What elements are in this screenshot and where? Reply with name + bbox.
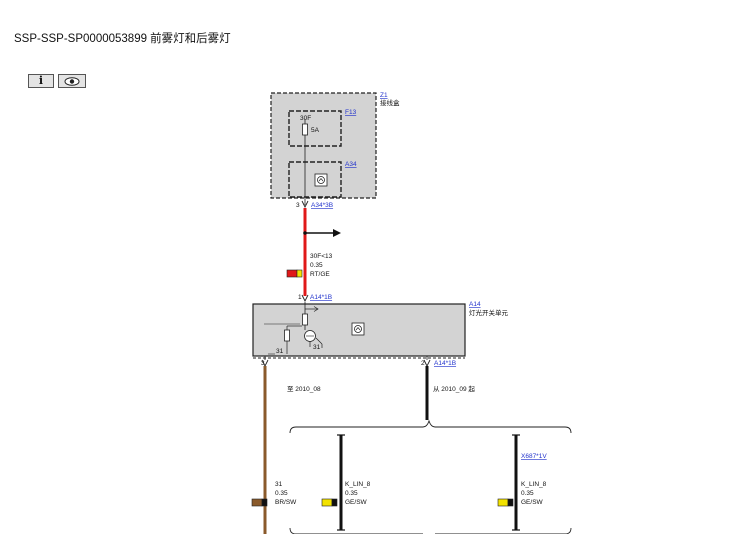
f13-fuse[interactable] — [288, 110, 342, 147]
a14-ref-link[interactable]: A14 — [469, 301, 481, 308]
f13-ref-link[interactable]: F13 — [345, 109, 357, 116]
note-until-2010-08: 至 2010_08 — [287, 385, 321, 393]
a14-light-switch-unit[interactable] — [252, 302, 466, 360]
a14-inner-pin-31: 31 — [276, 348, 284, 355]
a34-3b-ref-link[interactable]: A34*3B — [311, 202, 333, 209]
page-title: SSP-SSP-SP0000053899 前雾灯和后雾灯 — [14, 33, 231, 45]
wire-klin-right-signal: K_LIN_8 — [521, 481, 547, 488]
wire-31-size: 0.35 — [275, 490, 288, 497]
wire-klin-right-size: 0.35 — [521, 490, 534, 497]
wire-klin-right-color: GE/SW — [521, 499, 544, 506]
wire-klin-left[interactable] — [337, 434, 345, 531]
note-from-2010-09: 从 2010_09 起 — [433, 385, 475, 393]
wire-klin-left-size: 0.35 — [345, 490, 358, 497]
wire-31-color: BR/SW — [275, 499, 297, 506]
wire-30f-signal: 30F<13 — [310, 253, 333, 260]
wire-31-signal: 31 — [275, 481, 283, 488]
view-button[interactable] — [58, 74, 86, 88]
z1-name: 接线盒 — [380, 98, 400, 107]
eye-icon — [64, 76, 80, 86]
a14-2b-pin: 2 — [421, 360, 425, 367]
wire-30f-size: 0.35 — [310, 262, 323, 269]
a14-1b-pin: 1 — [298, 294, 302, 301]
wire-klin-left-color-swatch — [321, 498, 338, 507]
wire-30f-color-swatch — [286, 269, 303, 278]
info-icon: i — [38, 74, 44, 87]
info-button[interactable]: i — [28, 74, 54, 88]
x687-ref-link[interactable]: X687*1V — [521, 453, 547, 460]
a14-3-pin: 3 — [261, 360, 265, 367]
a14-inner-pin-31b: 31 — [313, 344, 321, 351]
a14-name: 灯光开关单元 — [469, 308, 509, 317]
wire-klin-left-signal: K_LIN_8 — [345, 481, 371, 488]
wire-31-color-swatch — [251, 498, 268, 507]
a14-2b-ref-link[interactable]: A14*1B — [434, 360, 456, 367]
wire-klin-left-color: GE/SW — [345, 499, 368, 506]
wire-klin-right-color-swatch — [497, 498, 514, 507]
f13-rating: 5A — [311, 127, 320, 134]
wire-klin-right[interactable] — [512, 434, 520, 531]
a34-ref-link[interactable]: A34 — [345, 161, 357, 168]
z1-ref-link[interactable]: Z1 — [380, 92, 388, 99]
a34-3b-pin: 3 — [296, 202, 300, 209]
a34-module[interactable] — [288, 161, 342, 198]
a14-1b-ref-link[interactable]: A14*1B — [310, 294, 332, 301]
wire-30f[interactable] — [303, 208, 341, 296]
wire-30f-color: RT/GE — [310, 271, 330, 278]
variant-bracket — [289, 419, 572, 534]
f13-pin-label: 30F — [300, 115, 311, 122]
